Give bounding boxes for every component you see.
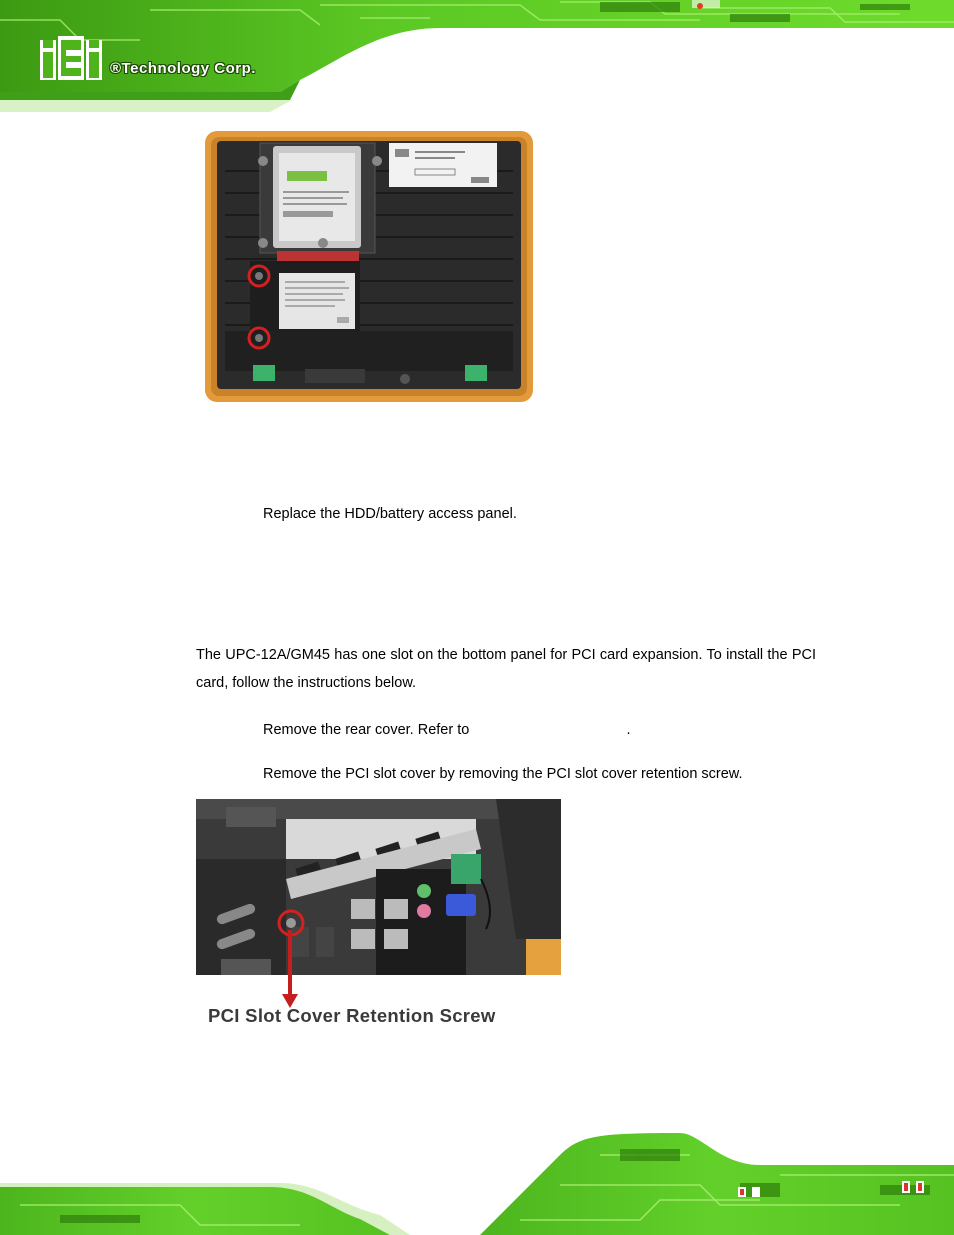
rear-panel-photo xyxy=(205,131,533,402)
step-remove-slot-cover: Remove the PCI slot cover by removing th… xyxy=(263,766,743,782)
pcb-header-graphic xyxy=(0,0,954,112)
header-banner: ®Technology Corp. xyxy=(0,0,954,112)
step-text-suffix: . xyxy=(626,722,631,738)
screw-highlight xyxy=(247,326,271,350)
cross-reference-link[interactable] xyxy=(473,722,626,738)
step-replace-panel: Replace the HDD/battery access panel. xyxy=(263,506,517,522)
figure-callout-label: PCI Slot Cover Retention Screw xyxy=(208,1005,496,1026)
brand-text: ®Technology Corp. xyxy=(110,60,256,77)
pcb-footer-graphic xyxy=(0,1125,954,1235)
iei-logo xyxy=(40,36,102,80)
body-paragraph: The UPC-12A/GM45 has one slot on the bot… xyxy=(196,647,816,691)
step-text: Remove the rear cover. Refer to xyxy=(263,722,470,738)
callout-arrow-icon xyxy=(282,930,298,1008)
pci-slot-photo xyxy=(196,799,561,982)
step-remove-rear-cover: Remove the rear cover. Refer to . xyxy=(263,720,630,740)
footer-banner xyxy=(0,1125,954,1235)
screw-highlight xyxy=(247,264,271,288)
